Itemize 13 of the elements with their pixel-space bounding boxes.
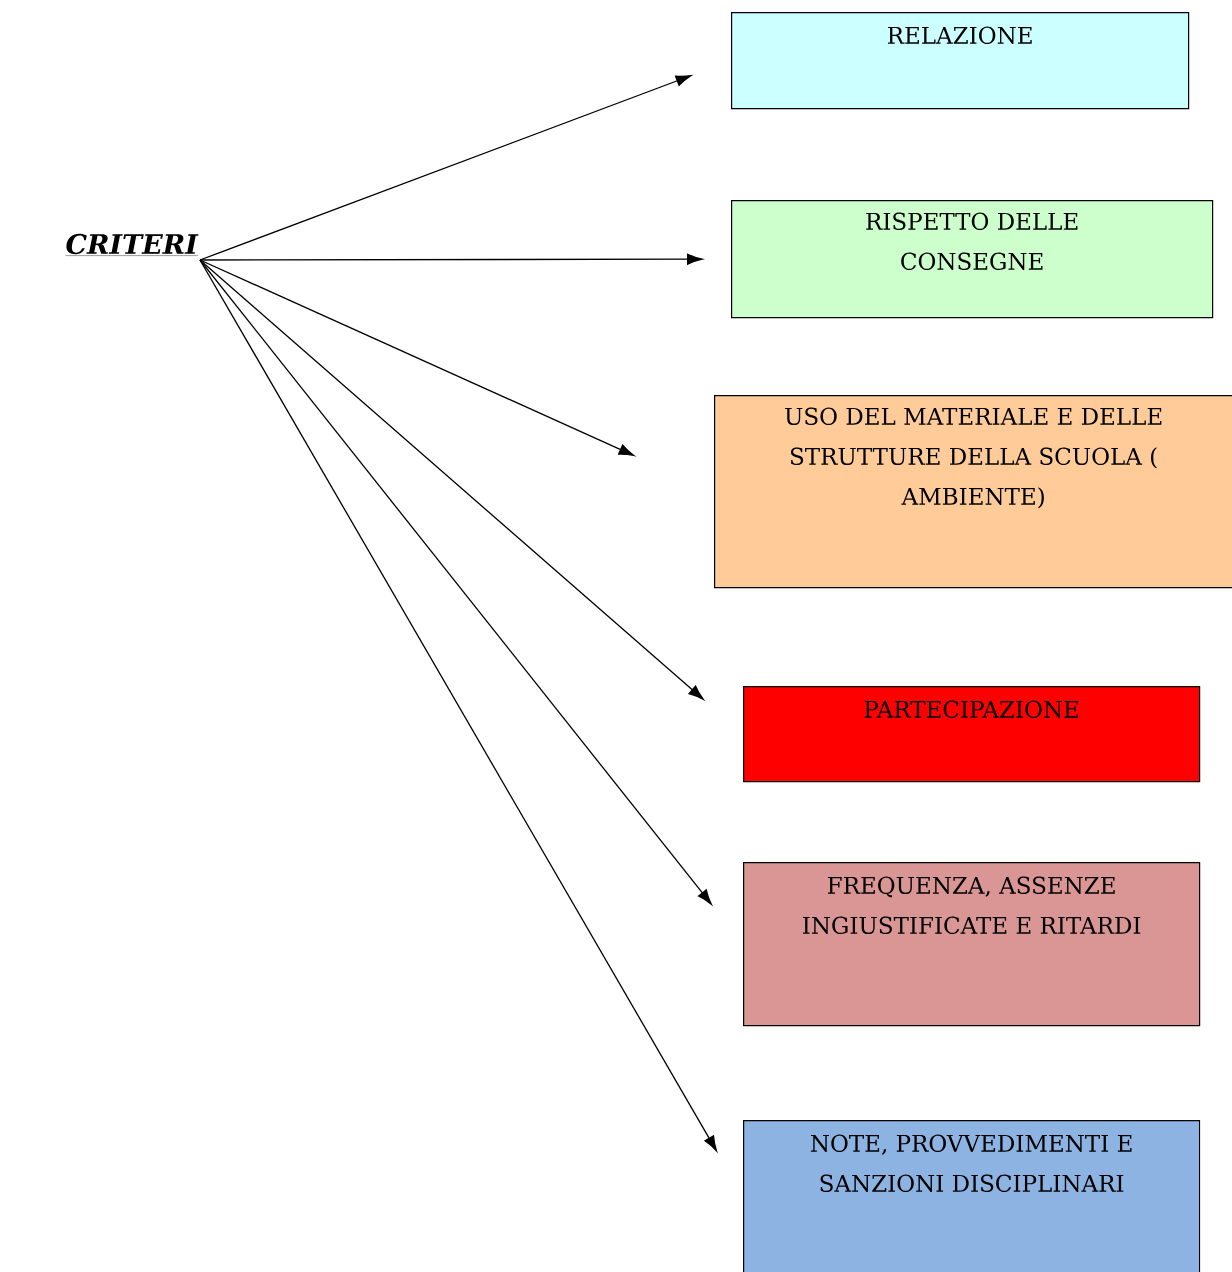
arrow [199,259,704,700]
title-text: CRITERI [65,233,199,256]
criterion-box: RELAZIONE [731,12,1190,110]
arrow [199,253,703,265]
criterion-box: USO DEL MATERIALE E DELLE STRUTTURE DELLA SCUOLA ( AMBIENTE) [714,395,1232,589]
arrow [199,259,718,1152]
criterion-box: RISPETTO DELLE CONSEGNE [731,200,1214,319]
arrow [199,75,692,261]
criterion-box: FREQUENZA, ASSENZE INGIUSTIFICATE E RITARDI [743,862,1201,1027]
arrow [199,259,712,905]
criterion-box: PARTECIPAZIONE [743,686,1201,783]
arrow [199,259,635,457]
criterion-box: NOTE, PROVVEDIMENTI E SANZIONI DISCIPLINARI [743,1120,1201,1272]
